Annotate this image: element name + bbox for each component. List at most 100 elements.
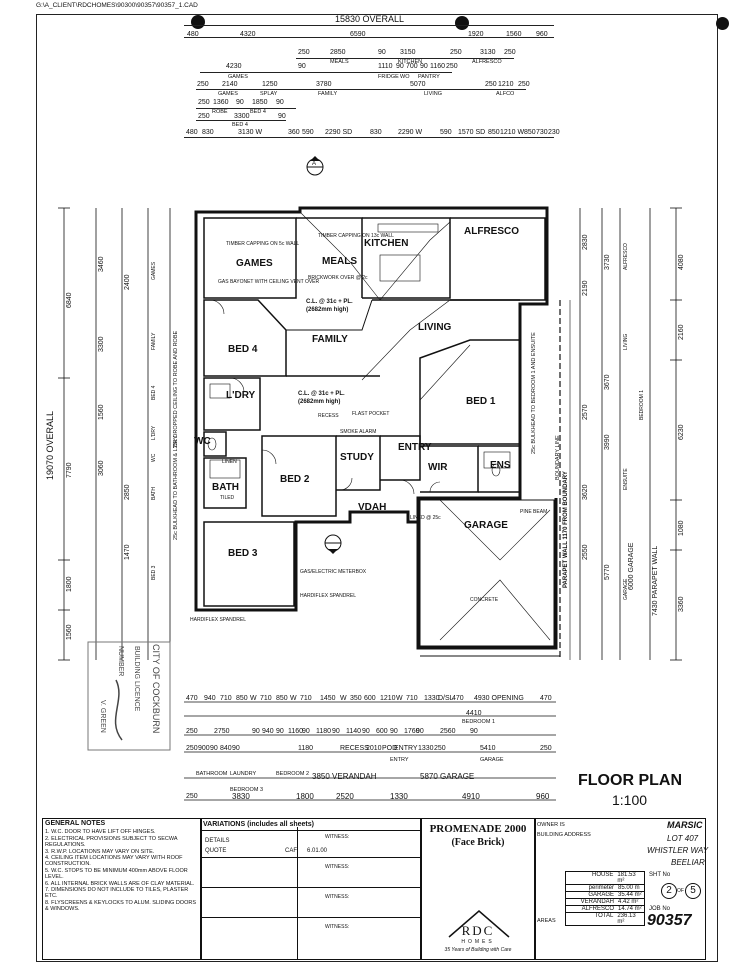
company-name: RDC [461,923,495,938]
dim: 1250 [262,81,278,88]
variations-table: VARIATIONS (includes all sheets) DETAILS… [200,818,422,960]
drawing-scale: 1:100 [612,792,648,808]
dim-label: FRIDGE [378,74,399,80]
dim-label: L'DRY [151,425,157,440]
dim-label: ROBE [212,109,228,115]
dim-label: ENTRY [390,757,409,763]
dim: 3730 [604,254,611,270]
dim: 960 [536,792,550,801]
note-ceiling-family-height: (2682mm high) [306,307,349,313]
dim: W [396,695,403,702]
company-sub: HOMES [461,939,495,945]
dim: 830 [202,129,214,136]
area-row: TOTAL 236.13 m² [565,913,645,926]
room-entry: ENTRY [398,442,432,453]
overall-width: 15830 OVERALL [335,14,405,24]
dim: 1180 [316,728,332,735]
dim: 90 [232,745,240,752]
dim: 1760 [404,728,420,735]
dim: 1330 [390,792,408,801]
dim: 470 [452,695,464,702]
dim: 230 [548,129,560,136]
note-timber-capping-5c: TIMBER CAPPING ON 5c WALL [226,241,300,247]
dim: 90 [332,728,340,735]
dim: 250 [186,793,198,800]
dim: 4230 [226,63,242,70]
room-bed1: BED 1 [466,396,496,407]
dim: 90 [278,113,286,120]
dim: 600 [376,728,388,735]
dim: ENTRY [394,745,418,752]
dim-label: GARAGE [480,757,504,763]
dim: 710 [300,695,312,702]
company-tagline: 35 Years of Building with Care [444,947,512,953]
dim: 2140 [222,81,238,88]
dim: 850 [524,129,536,136]
note-brickwork: BRICKWORK OVER @ 2c [308,275,368,281]
general-note: 5. W.C. STOPS TO BE MINIMUM 400mm ABOVE … [45,867,188,881]
dim: D/SL [438,695,454,702]
general-note: 1. W.C. DOOR TO HAVE LIFT OFF HINGES. [45,829,156,836]
dim: 3150 [400,49,416,56]
dim: 2520 [336,792,354,801]
dim: 940 [262,728,274,735]
dim: 3300 [98,336,105,352]
dim: 1560 [66,624,73,640]
note-bulkhead-bed1: 25c BULKHEAD TO BEDROOM 1 AND ENSUITE [531,332,537,454]
dim-label: BED 4 [232,122,248,128]
dim-label: ALFRESCO [623,243,629,270]
dim: 250 [298,49,310,56]
room-laundry: L'DRY [226,390,256,401]
area-row: VERANDAH 4.42 m² [565,899,645,906]
dim: 250 [450,49,462,56]
dim: 1160 [430,63,446,70]
dim-label: FAMILY [151,332,157,350]
dim: 250 [197,81,209,88]
job-number: 90357 [647,912,692,929]
address-line-3: BEELIAR [671,858,705,867]
dim-label: MEALS [330,59,349,65]
general-note: 3. R.W.P. LOCATIONS MAY VARY ON SITE. [45,848,155,855]
design-block: PROMENADE 2000 (Face Brick) RDC HOMES 35… [420,818,536,960]
note-flast-pocket: FLAST POCKET [352,411,390,417]
witness-label: WITNESS: [325,834,350,840]
dim: 90 [276,728,284,735]
stamp-council: CITY OF COCKBURN [151,644,161,734]
stamp-border [87,641,171,751]
variations-row-quote: QUOTE [205,848,227,854]
dim-label: GARAGE [623,578,629,600]
note-hardiflex-2: HARDIFLEX SPANDREL [190,617,247,623]
dim: 1210 [380,695,396,702]
general-note: 7. DIMENSIONS DO NOT INCLUDE TO TILES, P… [45,887,189,900]
dim: POD [382,745,398,752]
note-dropped-ceiling-robe: 25c DROPPED CEILING TO ROBE AND ROBE [173,330,179,448]
dim: 2750 [214,728,230,735]
dim: 250 [504,49,516,56]
room-meals: MEALS [322,256,357,267]
areas-table: HOUSE 181.53 m² perimeter 85.00 m GARAGE… [565,871,645,926]
owner-label: OWNER IS [537,822,565,828]
dim: 90 [276,99,284,106]
dim: 5770 [604,564,611,580]
note-recess: RECESS [318,413,339,419]
variations-title: VARIATIONS (includes all sheets) [201,819,421,831]
general-note: 8. FLYSCREENS & KEYLOCKS TO ALUM. SLIDIN… [45,899,196,913]
dim: 2190 [582,280,589,296]
company-logo [448,910,510,938]
dim: 250 [540,745,552,752]
file-path: G:\A_CLIENT\RDCHOMES\90300\90357\90357_1… [36,2,198,9]
dim-label: BED 4 [250,109,266,115]
note-lined: LINED @ 25c [410,515,441,521]
room-family: FAMILY [312,334,348,345]
dim: 710 [406,695,418,702]
dim: 1920 [468,31,484,38]
area-row: perimeter 85.00 m [565,885,645,892]
dim-label: BEDROOM 3 [230,787,264,793]
area-row: HOUSE 181.53 m² [565,871,645,885]
dim: 1330 [418,745,434,752]
dim: 4930 OPENING [474,695,524,702]
design-finish: (Face Brick) [451,837,505,848]
address-line-1: LOT 407 [667,834,699,843]
note-parapet-wall: PARAPET WALL 1170 FROM BOUNDARY [563,471,569,588]
section-marker-bottom [324,534,342,554]
